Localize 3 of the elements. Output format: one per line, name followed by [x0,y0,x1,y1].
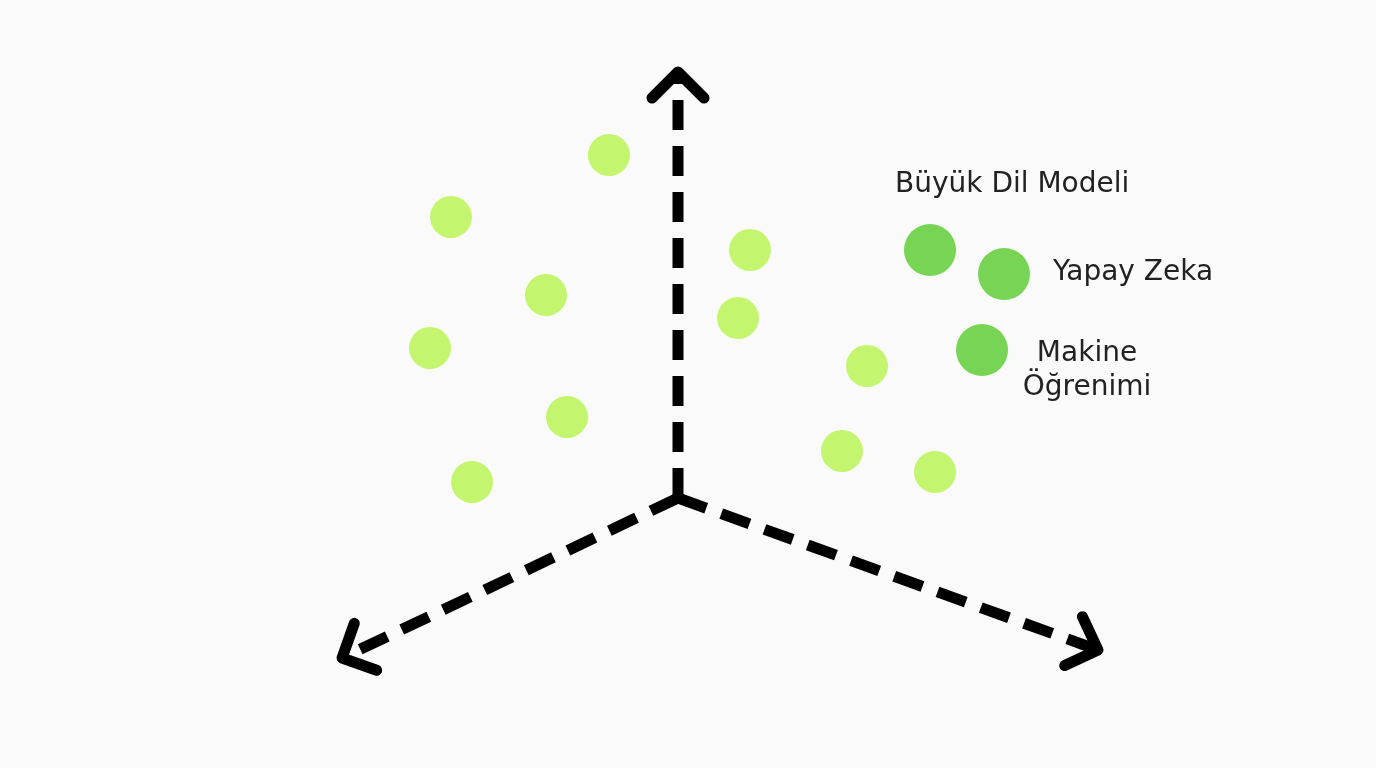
point-label: Büyük Dil Modeli [895,166,1131,200]
point-label: Makine Öğrenimi [1021,335,1153,403]
point-label: Yapay Zeka [1053,254,1215,288]
